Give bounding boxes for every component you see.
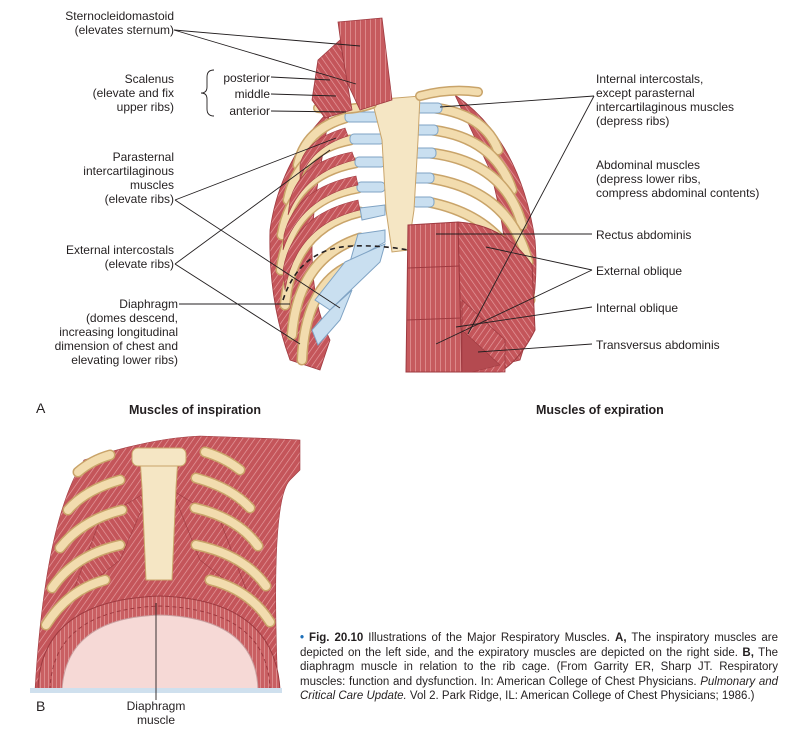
int-line-4: (depress ribs)	[596, 114, 670, 128]
caption-tail: Vol 2. Park Ridge, IL: American College …	[406, 690, 755, 702]
caption-a-label: A,	[615, 632, 627, 644]
leader-lines	[173, 29, 595, 353]
scalenus-posterior-label: posterior	[223, 71, 270, 85]
scal-line-2: (elevate and fix	[92, 86, 174, 100]
caption-fig-label: Fig. 20.10	[309, 632, 364, 644]
abd-line-2: (depress lower ribs,	[596, 172, 701, 186]
panel-b-sternum	[139, 457, 179, 581]
external-oblique-label: External oblique	[596, 264, 683, 278]
int-line-1: Internal intercostals,	[596, 72, 704, 86]
scalenus-middle-label: middle	[234, 87, 270, 101]
dia-line-1: Diaphragm	[119, 297, 178, 311]
diaphragm-label: Diaphragm (domes descend, increasing lon…	[55, 297, 178, 367]
panel-b-diaphragm	[30, 435, 301, 700]
panel-b-diaphragm-line-2: muscle	[136, 713, 175, 727]
scalenus-anterior-label: anterior	[229, 104, 270, 118]
dia-line-5: elevating lower ribs)	[71, 353, 178, 367]
transversus-abdominis-label: Transversus abdominis	[596, 338, 720, 352]
external-intercostals-label: External intercostals (elevate ribs)	[66, 243, 174, 271]
figure-caption: • Fig. 20.10 Illustrations of the Major …	[300, 631, 778, 704]
para-line-2: intercartilaginous	[83, 164, 174, 178]
diaphragm-dome-outline	[282, 245, 409, 301]
caption-a-text: The inspiratory muscles are depicted on …	[300, 632, 779, 659]
caption-b-label: B,	[742, 646, 754, 659]
caption-b-text: The diaphragm muscle in relation to the …	[300, 646, 778, 688]
rectus-abdominis-muscle	[405, 221, 463, 373]
ext-line-1: External intercostals	[65, 243, 174, 257]
panel-b-manubrium	[131, 447, 187, 467]
panel-a-letter: A	[36, 400, 46, 416]
abd-line-1: Abdominal muscles	[596, 158, 701, 172]
transversus-abdominis-muscle	[461, 329, 501, 373]
ext-line-2: (elevate ribs)	[104, 257, 174, 271]
right-clavicle-fill	[416, 87, 482, 100]
int-line-2: except parasternal	[596, 86, 695, 100]
dia-line-3: increasing longitudinal	[59, 325, 178, 339]
parasternal-label: Parasternal intercartilaginous muscles (…	[83, 150, 174, 206]
panel-b-diaphragm-line-1: Diaphragm	[126, 699, 186, 713]
scal-line-1: Scalenus	[124, 72, 174, 86]
scm-line-1: Sternocleidomastoid	[65, 9, 174, 23]
scalenus-muscles	[311, 39, 353, 119]
external-intercostal-muscles	[282, 127, 361, 291]
rectus-abdominis-label: Rectus abdominis	[596, 228, 692, 242]
scalenus-label: Scalenus (elevate and fix upper ribs)	[93, 72, 174, 114]
caption-bullet: •	[300, 632, 305, 644]
int-line-3: intercartilaginous muscles	[596, 100, 735, 114]
internal-intercostals-label: Internal intercostals, except parasterna…	[596, 72, 734, 128]
sternocleidomastoid-label: Sternocleidomastoid (elevates sternum)	[65, 9, 174, 37]
caption-title: Illustrations of the Major Respiratory M…	[363, 632, 616, 644]
internal-oblique-label: Internal oblique	[596, 301, 679, 315]
abdominal-muscles-label: Abdominal muscles (depress lower ribs, c…	[596, 158, 759, 200]
panel-b-letter: B	[36, 698, 46, 714]
panel-b-diaphragm-label: Diaphragm muscle	[120, 699, 192, 727]
panel-b-diaphragm-dashed	[49, 605, 271, 691]
para-line-3: muscles	[129, 178, 174, 192]
panel-b-central-tendon	[61, 614, 259, 691]
inspiration-heading: Muscles of inspiration	[129, 403, 261, 417]
expiration-heading: Muscles of expiration	[536, 403, 664, 417]
scal-line-3: upper ribs)	[116, 100, 174, 114]
dia-line-2: (domes descend,	[85, 311, 178, 325]
dia-line-4: dimension of chest and	[54, 339, 178, 353]
panel-a-ribcage	[269, 17, 537, 373]
para-line-4: (elevate ribs)	[104, 192, 174, 206]
scm-line-2: (elevates sternum)	[74, 23, 174, 37]
caption-journal: Pulmonary and Critical Care Update.	[300, 675, 779, 703]
para-line-1: Parasternal	[112, 150, 174, 164]
panel-b-ribs	[40, 446, 276, 631]
abd-line-3: compress abdominal contents)	[596, 186, 760, 200]
